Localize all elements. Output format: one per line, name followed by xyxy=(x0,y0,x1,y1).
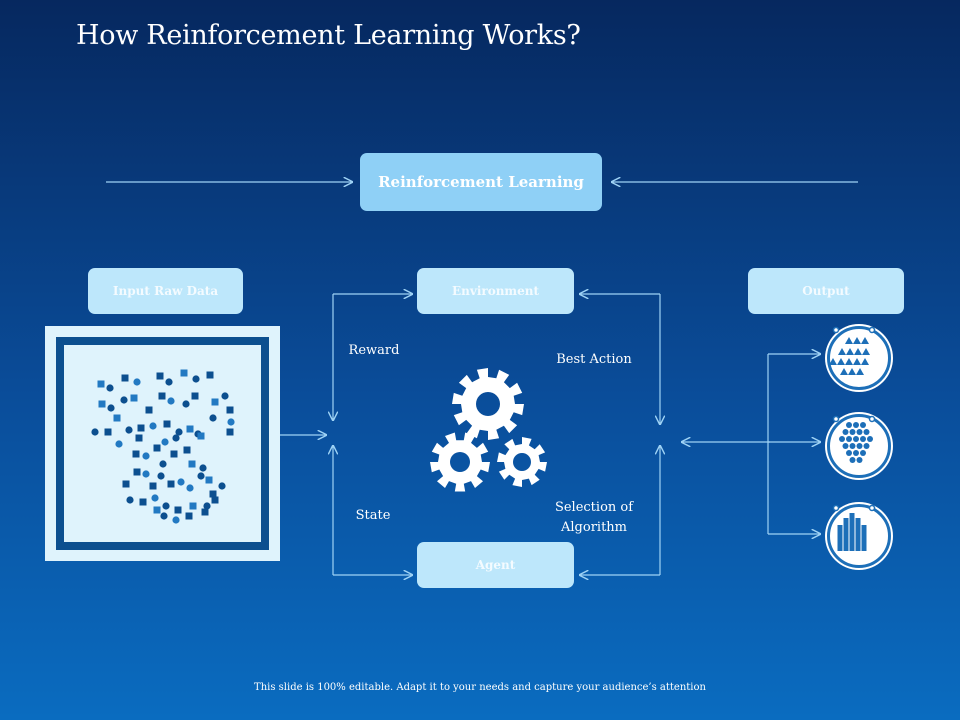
scatter-dot xyxy=(161,438,169,446)
scatter-square xyxy=(211,398,219,406)
scatter-square xyxy=(130,394,138,402)
scatter-dot xyxy=(167,397,175,405)
scatter-dot xyxy=(227,418,235,426)
scatter-dot xyxy=(182,400,190,408)
scatter-square xyxy=(226,406,234,414)
selection-of-algorithm-label: Selection of Algorithm xyxy=(554,500,634,535)
scatter-square xyxy=(163,420,171,428)
scatter-square xyxy=(153,506,161,514)
scatter-dot xyxy=(221,392,229,400)
scatter-square xyxy=(188,460,196,468)
output-circle-dots xyxy=(827,414,891,478)
scatter-square xyxy=(183,446,191,454)
scatter-square xyxy=(189,502,197,510)
scatter-dot xyxy=(126,496,134,504)
scatter-dot xyxy=(162,502,170,510)
scatter-dot xyxy=(197,472,205,480)
reward-label: Reward xyxy=(348,343,400,358)
footer-note: This slide is 100% editable. Adapt it to… xyxy=(254,682,706,693)
scatter-square xyxy=(97,380,105,388)
scatter-square xyxy=(137,424,145,432)
scatter-dot xyxy=(115,440,123,448)
scatter-dot xyxy=(151,494,159,502)
scatter-square xyxy=(226,428,234,436)
scatter-square xyxy=(113,414,121,422)
scatter-square xyxy=(191,392,199,400)
scatter-square xyxy=(98,400,106,408)
scatter-square xyxy=(135,434,143,442)
best-action-label: Best Action xyxy=(556,352,632,367)
state-label: State xyxy=(355,508,391,523)
gear-shape xyxy=(430,432,490,492)
scatter-dot xyxy=(157,472,165,480)
slide-title: How Reinforcement Learning Works? xyxy=(76,20,581,51)
scatter-dot xyxy=(199,464,207,472)
scatter-square xyxy=(122,480,130,488)
gears-icon xyxy=(430,368,547,492)
reinforcement-learning-box: Reinforcement Learning xyxy=(360,153,602,211)
scatter-dot xyxy=(186,484,194,492)
gear-shape xyxy=(497,437,547,487)
scatter-dot xyxy=(160,512,168,520)
scatter-dot xyxy=(172,434,180,442)
scatter-dot xyxy=(142,470,150,478)
input-raw-data-box: Input Raw Data xyxy=(88,268,243,314)
scatter-dot xyxy=(203,502,211,510)
scatter-square xyxy=(197,432,205,440)
scatter-square xyxy=(201,508,209,516)
scatter-square xyxy=(104,428,112,436)
scatter-dot xyxy=(192,375,200,383)
scatter-square xyxy=(156,372,164,380)
scatter-square xyxy=(121,374,129,382)
scatter-dot xyxy=(91,428,99,436)
scatter-dot xyxy=(107,404,115,412)
scatter-data-icon xyxy=(45,326,280,561)
scatter-square xyxy=(158,392,166,400)
scatter-dot xyxy=(175,428,183,436)
scatter-square xyxy=(186,425,194,433)
scatter-square xyxy=(167,480,175,488)
scatter-dot xyxy=(149,422,157,430)
scatter-dot xyxy=(172,516,180,524)
output-box: Output xyxy=(748,268,904,314)
scatter-square xyxy=(139,498,147,506)
scatter-square xyxy=(153,444,161,452)
scatter-square xyxy=(149,482,157,490)
scatter-dot xyxy=(142,452,150,460)
scatter-square xyxy=(174,506,182,514)
scatter-square xyxy=(185,512,193,520)
scatter-square xyxy=(132,450,140,458)
scatter-dot xyxy=(218,482,226,490)
output-circle-bars xyxy=(827,504,891,568)
scatter-dot xyxy=(177,478,185,486)
scatter-square xyxy=(206,371,214,379)
scatter-square xyxy=(133,468,141,476)
scatter-square xyxy=(205,476,213,484)
scatter-square xyxy=(180,369,188,377)
scatter-dot xyxy=(125,426,133,434)
scatter-square xyxy=(209,490,217,498)
environment-box: Environment xyxy=(417,268,574,314)
scatter-dot xyxy=(106,384,114,392)
scatter-square xyxy=(170,450,178,458)
scatter-dot xyxy=(159,460,167,468)
scatter-square xyxy=(145,406,153,414)
scatter-dot xyxy=(165,378,173,386)
scatter-dot xyxy=(209,414,217,422)
scatter-dot xyxy=(133,378,141,386)
agent-box: Agent xyxy=(417,542,574,588)
scatter-dot xyxy=(120,396,128,404)
output-circle-triangles xyxy=(827,326,891,390)
gear-shape xyxy=(452,368,524,440)
scatter-square xyxy=(211,496,219,504)
